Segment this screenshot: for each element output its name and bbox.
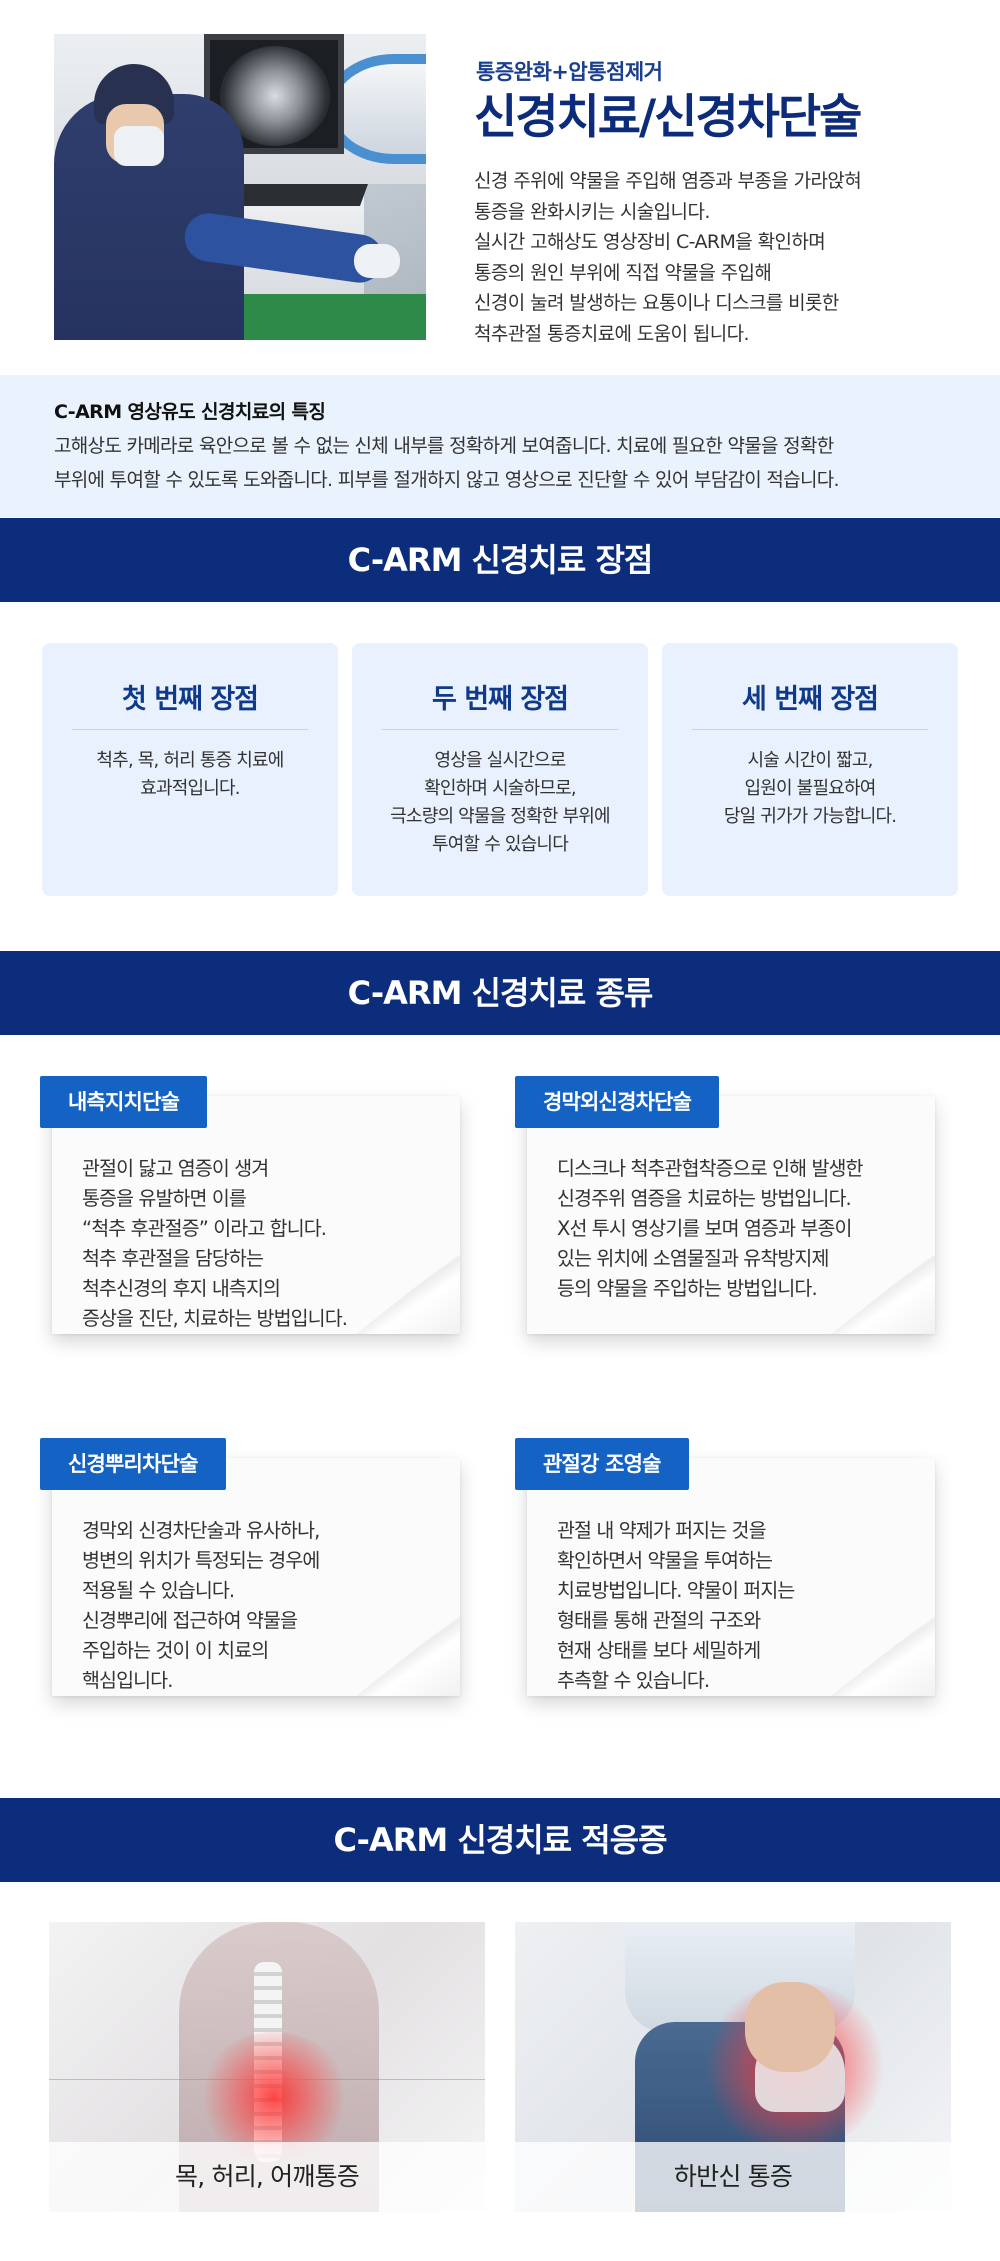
advantage-line: 투여할 수 있습니다 <box>432 834 569 855</box>
indication-caption: 하반신 통증 <box>515 2142 951 2212</box>
pain-highlight <box>199 2032 349 2162</box>
type-line: 치료방법입니다. 약물이 퍼지는 <box>557 1579 795 1602</box>
type-line: 핵심입니다. <box>82 1669 173 1692</box>
type-tag: 신경뿌리차단술 <box>40 1438 226 1490</box>
advantage-text: 영상을 실시간으로 확인하며 시술하므로, 극소량의 약물을 정확한 부위에 투… <box>362 747 638 859</box>
advantage-text: 시술 시간이 짧고, 입원이 불필요하여 당일 귀가가 가능합니다. <box>672 747 948 831</box>
note-paper <box>527 1458 935 1696</box>
type-note-nerve-root: 신경뿌리차단술 경막외 신경차단술과 유사하나, 병변의 위치가 특정되는 경우… <box>40 1438 460 1696</box>
hand-image <box>745 1982 835 2072</box>
type-note-epidural: 경막외신경차단술 디스크나 척추관협착증으로 인해 발생한 신경주위 염증을 치… <box>515 1076 935 1334</box>
advantage-title: 세 번째 장점 <box>742 684 879 715</box>
advantage-line: 확인하며 시술하므로, <box>424 778 576 799</box>
advantage-line: 입원이 불필요하여 <box>744 778 876 799</box>
page-title: 신경치료/신경차단술 <box>474 90 862 145</box>
advantage-line: 효과적입니다. <box>140 778 240 799</box>
type-tag: 경막외신경차단술 <box>515 1076 720 1128</box>
divider <box>692 729 928 730</box>
advantage-title: 두 번째 장점 <box>432 684 569 715</box>
intro-desc-line: 신경 주위에 약물을 주입해 염증과 부종을 가라앉혀 <box>474 170 862 192</box>
type-line: 통증을 유발하면 이를 <box>82 1187 247 1210</box>
intro-desc-line: 신경이 눌려 발생하는 요통이나 디스크를 비롯한 <box>474 292 839 314</box>
note-paper <box>527 1096 935 1334</box>
type-line: 증상을 진단, 치료하는 방법입니다. <box>82 1307 348 1330</box>
type-line: 관절이 닳고 염증이 생겨 <box>82 1157 269 1180</box>
advantage-card: 두 번째 장점 영상을 실시간으로 확인하며 시술하므로, 극소량의 약물을 정… <box>352 643 648 896</box>
divider <box>382 729 618 730</box>
indications-heading: C-ARM 신경치료 적응증 <box>0 1798 1000 1882</box>
note-paper <box>52 1096 460 1334</box>
intro-section: 통증완화+압통점제거 신경치료/신경차단술 신경 주위에 약물을 주입해 염증과… <box>0 0 1000 375</box>
type-line: 신경주위 염증을 치료하는 방법입니다. <box>557 1187 852 1210</box>
type-line: “척추 후관절증” 이라고 합니다. <box>82 1217 327 1240</box>
advantage-line: 척추, 목, 허리 통증 치료에 <box>96 750 284 771</box>
type-text: 경막외 신경차단술과 유사하나, 병변의 위치가 특정되는 경우에 적용될 수 … <box>82 1516 320 1696</box>
type-line: 등의 약물을 주입하는 방법입니다. <box>557 1277 818 1300</box>
type-line: 주입하는 것이 이 치료의 <box>82 1639 269 1662</box>
intro-desc-line: 척추관절 통증치료에 도움이 됩니다. <box>474 322 750 345</box>
type-line: 경막외 신경차단술과 유사하나, <box>82 1519 320 1542</box>
feature-box: C-ARM 영상유도 신경치료의 특징 고해상도 카메라로 육안으로 볼 수 없… <box>0 375 1000 517</box>
advantage-text: 척추, 목, 허리 통증 치료에 효과적입니다. <box>52 747 328 803</box>
divider <box>72 729 308 730</box>
type-line: 병변의 위치가 특정되는 경우에 <box>82 1549 320 1572</box>
feature-line: 부위에 투여할 수 있도록 도와줍니다. 피부를 절개하지 않고 영상으로 진단… <box>54 469 840 491</box>
type-line: 척추신경의 후지 내측지의 <box>82 1277 281 1300</box>
type-line: 신경뿌리에 접근하여 약물을 <box>82 1609 298 1632</box>
advantage-line: 시술 시간이 짧고, <box>747 750 873 771</box>
page-curl <box>356 1614 460 1696</box>
guide-line <box>49 2079 485 2080</box>
type-text: 디스크나 척추관협착증으로 인해 발생한 신경주위 염증을 치료하는 방법입니다… <box>557 1154 863 1304</box>
intro-description: 신경 주위에 약물을 주입해 염증과 부종을 가라앉혀 통증을 완화시키는 시술… <box>474 166 974 349</box>
type-line: 현재 상태를 보다 세밀하게 <box>557 1639 761 1662</box>
advantage-line: 극소량의 약물을 정확한 부위에 <box>390 806 610 827</box>
indication-caption: 목, 허리, 어깨통증 <box>49 2142 485 2212</box>
type-line: 척추 후관절을 담당하는 <box>82 1247 264 1270</box>
type-line: 추측할 수 있습니다. <box>557 1669 710 1692</box>
type-line: X선 투시 영상기를 보며 염증과 부종이 <box>557 1217 852 1240</box>
advantage-title: 첫 번째 장점 <box>122 684 259 715</box>
intro-subtitle: 통증완화+압통점제거 <box>476 60 663 84</box>
type-text: 관절이 닳고 염증이 생겨 통증을 유발하면 이를 “척추 후관절증” 이라고 … <box>82 1154 348 1334</box>
types-heading: C-ARM 신경치료 종류 <box>0 951 1000 1035</box>
advantage-line: 당일 귀가가 가능합니다. <box>723 806 897 827</box>
type-note-arthrography: 관절강 조영술 관절 내 약제가 퍼지는 것을 확인하면서 약물을 투여하는 치… <box>515 1438 935 1696</box>
page-curl <box>831 1614 935 1696</box>
advantages-heading: C-ARM 신경치료 장점 <box>0 518 1000 602</box>
type-line: 있는 위치에 소염물질과 유착방지제 <box>557 1247 829 1270</box>
type-line: 관절 내 약제가 퍼지는 것을 <box>557 1519 767 1542</box>
feature-title: C-ARM 영상유도 신경치료의 특징 <box>54 401 326 423</box>
doctor-c-arm-photo <box>54 34 426 340</box>
advantage-card: 첫 번째 장점 척추, 목, 허리 통증 치료에 효과적입니다. <box>42 643 338 896</box>
advantage-line: 영상을 실시간으로 <box>434 750 566 771</box>
type-line: 적용될 수 있습니다. <box>82 1579 235 1602</box>
feature-line: 고해상도 카메라로 육안으로 볼 수 없는 신체 내부를 정확하게 보여줍니다.… <box>54 435 834 457</box>
type-text: 관절 내 약제가 퍼지는 것을 확인하면서 약물을 투여하는 치료방법입니다. … <box>557 1516 795 1696</box>
note-paper <box>52 1458 460 1696</box>
indication-lower-body: 하반신 통증 <box>515 1922 951 2212</box>
intro-desc-line: 통증의 원인 부위에 직접 약물을 주입해 <box>474 261 772 284</box>
type-tag: 내측지치단술 <box>40 1076 208 1128</box>
intro-desc-line: 실시간 고해상도 영상장비 C-ARM을 확인하며 <box>474 231 826 253</box>
page-curl <box>356 1252 460 1334</box>
type-line: 확인하면서 약물을 투여하는 <box>557 1549 773 1572</box>
type-note-medial-branch: 내측지치단술 관절이 닳고 염증이 생겨 통증을 유발하면 이를 “척추 후관절… <box>40 1076 460 1334</box>
type-line: 형태를 통해 관절의 구조와 <box>557 1609 761 1632</box>
type-tag: 관절강 조영술 <box>515 1438 689 1490</box>
type-line: 디스크나 척추관협착증으로 인해 발생한 <box>557 1157 863 1180</box>
feature-text: 고해상도 카메라로 육안으로 볼 수 없는 신체 내부를 정확하게 보여줍니다.… <box>54 429 974 497</box>
indication-neck-back-shoulder: 목, 허리, 어깨통증 <box>49 1922 485 2212</box>
advantage-card: 세 번째 장점 시술 시간이 짧고, 입원이 불필요하여 당일 귀가가 가능합니… <box>662 643 958 896</box>
intro-desc-line: 통증을 완화시키는 시술입니다. <box>474 200 710 223</box>
